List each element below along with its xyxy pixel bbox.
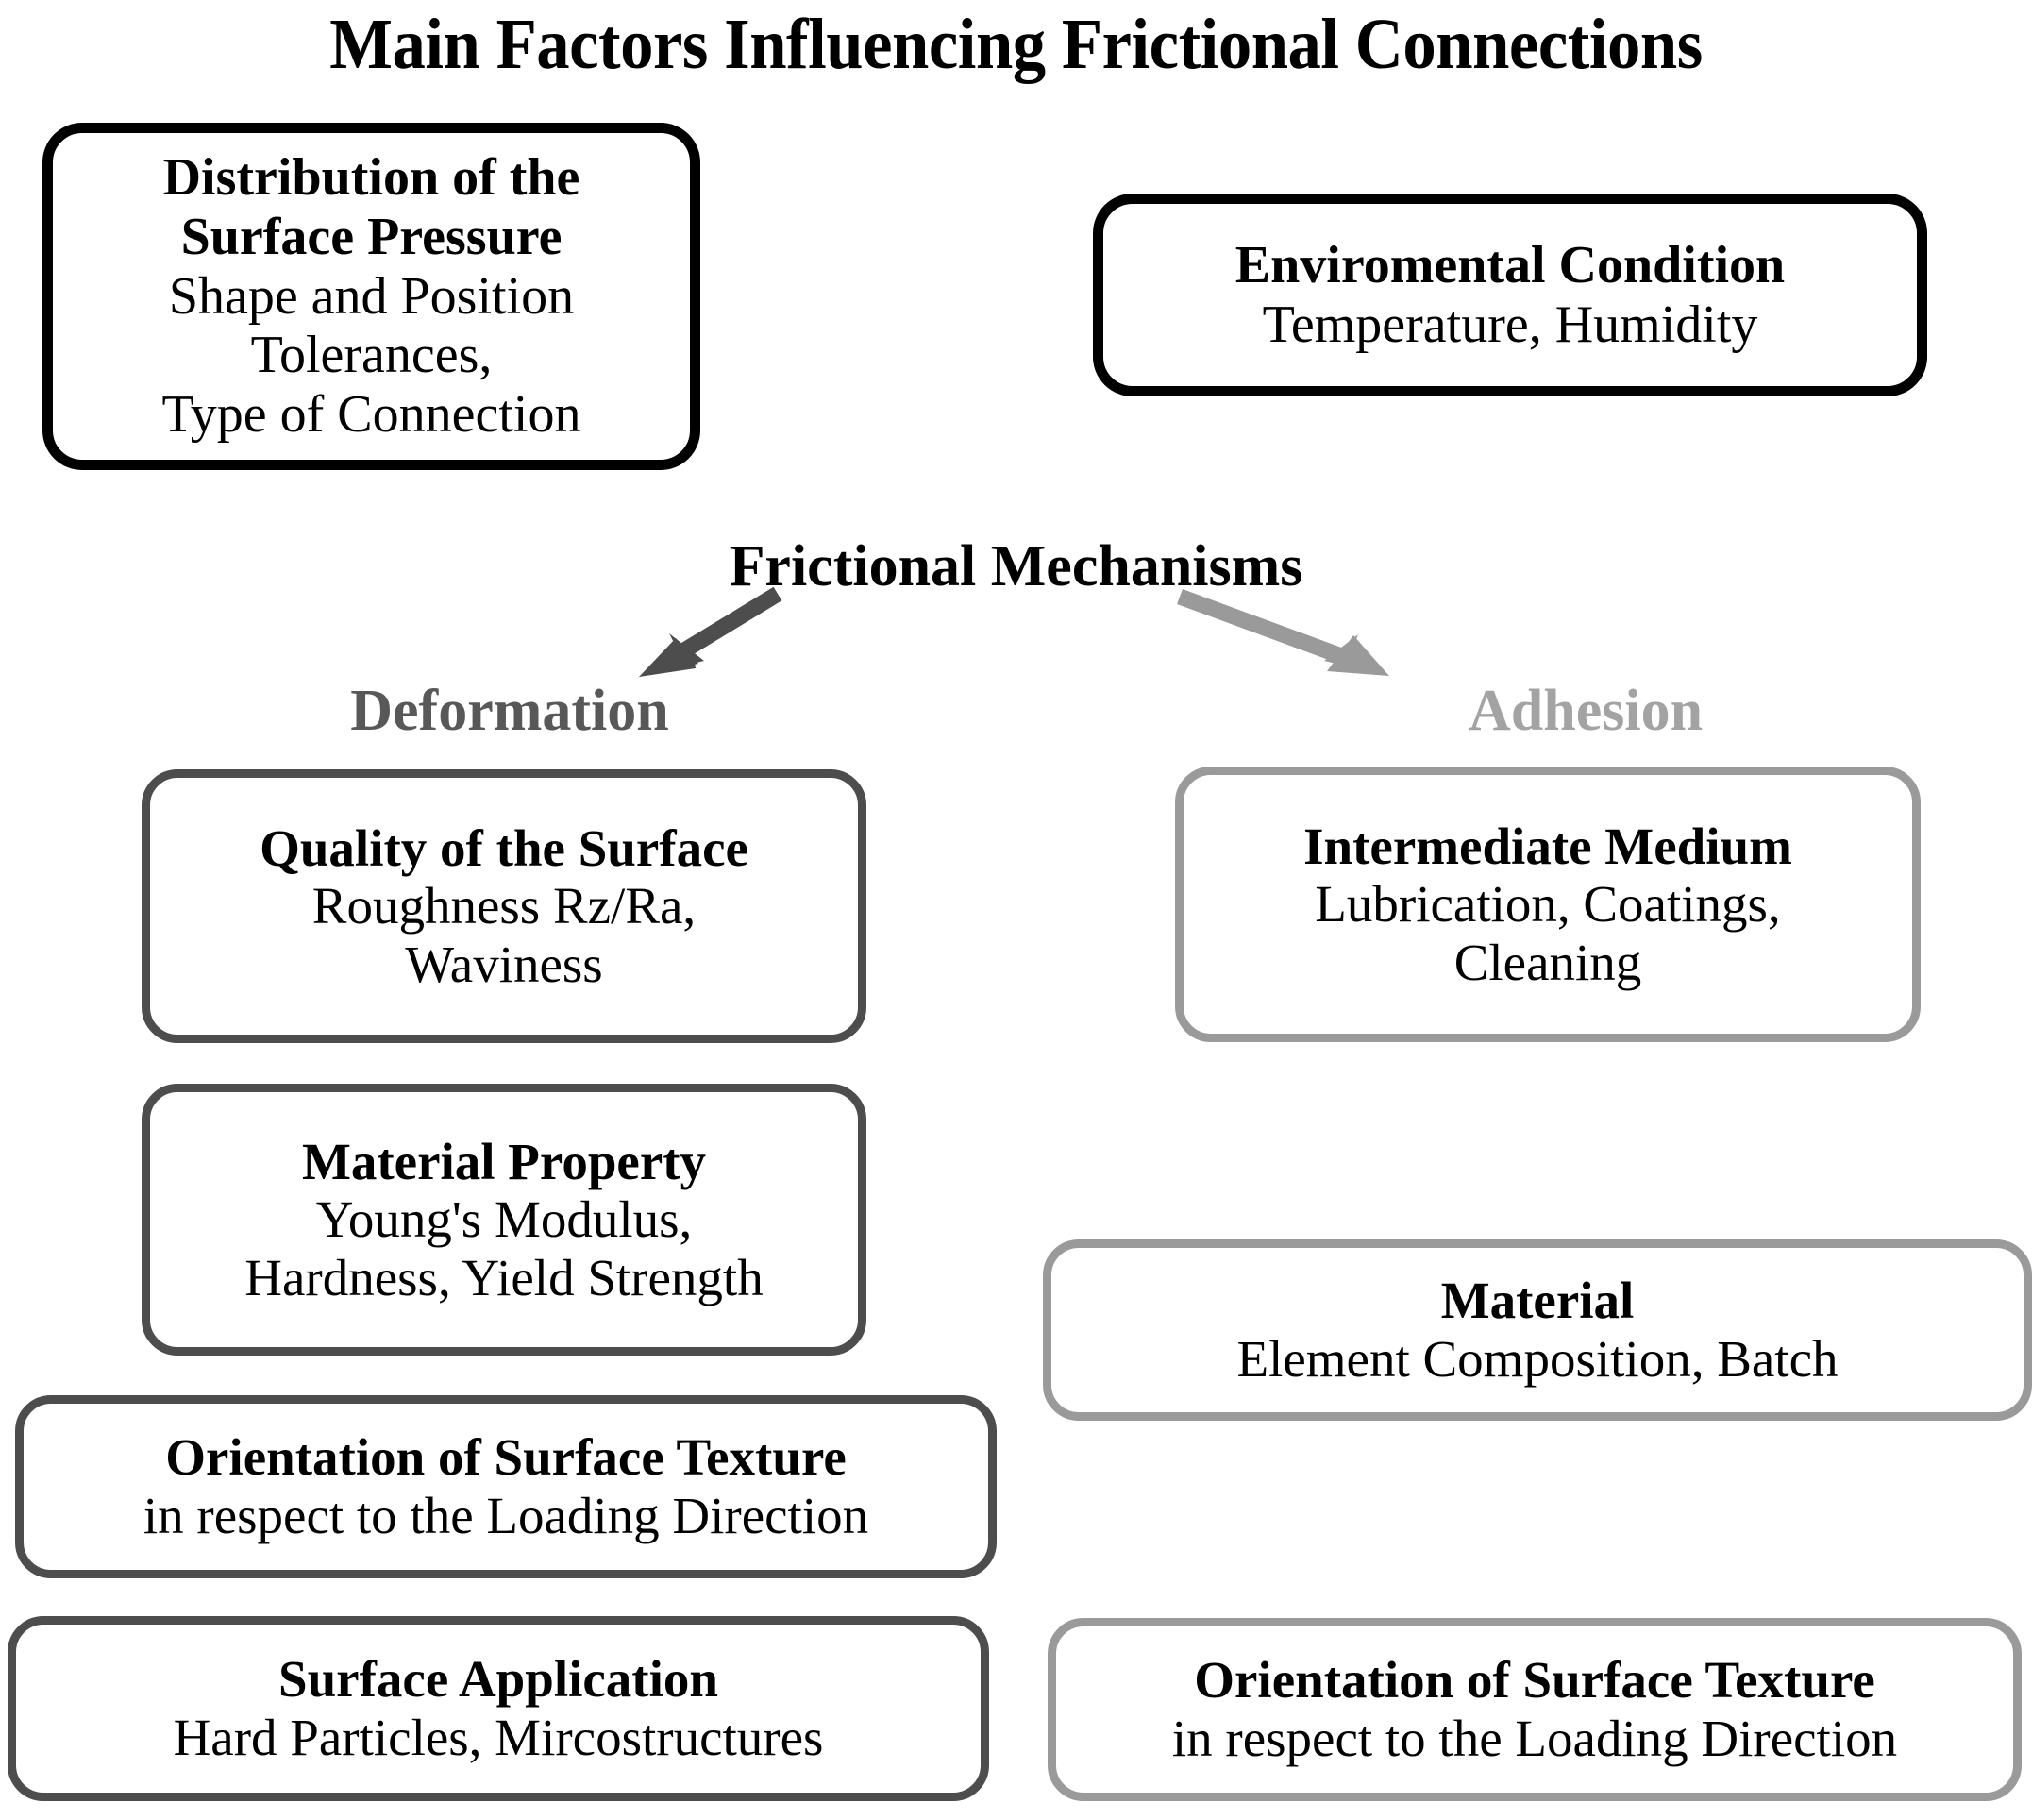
box-subtext-line1: Young's Modulus, — [315, 1190, 693, 1249]
box-surface-application: Surface Application Hard Particles, Mirc… — [8, 1616, 989, 1801]
box-subtext-line1: Element Composition, Batch — [1236, 1330, 1839, 1388]
box-headline: Intermediate Medium — [1303, 817, 1792, 875]
box-subtext-line2: Cleaning — [1453, 933, 1642, 991]
box-intermediate-medium: Intermediate Medium Lubrication, Coating… — [1175, 767, 1921, 1042]
box-material-property: Material Property Young's Modulus, Hardn… — [142, 1084, 866, 1356]
box-orientation-of-surface-texture-adhesion: Orientation of Surface Texture in respec… — [1048, 1618, 2022, 1801]
box-distribution-of-surface-pressure: Distribution of the Surface Pressure Sha… — [42, 123, 700, 470]
box-quality-of-the-surface: Quality of the Surface Roughness Rz/Ra, … — [142, 769, 866, 1043]
box-subtext-line1: in respect to the Loading Direction — [143, 1487, 869, 1544]
box-headline: Quality of the Surface — [260, 818, 748, 877]
box-subtext-line2: Type of Connection — [161, 385, 581, 445]
branch-label-deformation: Deformation — [350, 679, 669, 743]
box-headline: Material Property — [301, 1132, 707, 1190]
box-headline: Enviromental Condition — [1234, 235, 1786, 295]
frictional-mechanisms-heading: Frictional Mechanisms — [729, 534, 1303, 598]
box-material: Material Element Composition, Batch — [1043, 1239, 2032, 1421]
box-subtext-line1: Roughness Rz/Ra, — [311, 877, 697, 935]
box-subtext-line1: Hard Particles, Mircostructures — [173, 1709, 824, 1766]
branch-label-adhesion: Adhesion — [1468, 679, 1704, 743]
box-subtext-line2: Hardness, Yield Strength — [244, 1248, 764, 1306]
arrow-down-left-icon — [639, 586, 782, 677]
box-subtext-line1: Lubrication, Coatings, — [1315, 875, 1781, 934]
box-headline: Orientation of Surface Texture — [165, 1428, 847, 1487]
box-subtext-line1: in respect to the Loading Direction — [1171, 1710, 1898, 1767]
page-title: Main Factors Influencing Frictional Conn… — [329, 5, 1703, 84]
box-headline: Orientation of Surface Texture — [1194, 1651, 1875, 1710]
box-subtext-line2: Waviness — [405, 935, 603, 993]
arrow-down-right-icon — [1177, 589, 1389, 676]
box-headline: Surface Application — [278, 1650, 718, 1709]
box-orientation-of-surface-texture-deformation: Orientation of Surface Texture in respec… — [15, 1395, 997, 1578]
box-headline: Distribution of the — [162, 148, 580, 208]
box-enviromental-condition: Enviromental Condition Temperature, Humi… — [1093, 194, 1927, 396]
box-subtext-line1: Shape and Position Tolerances, — [168, 266, 575, 385]
box-subtext-line1: Temperature, Humidity — [1262, 295, 1758, 354]
box-headline: Material — [1440, 1272, 1635, 1330]
box-headline-line2: Surface Pressure — [180, 207, 563, 266]
